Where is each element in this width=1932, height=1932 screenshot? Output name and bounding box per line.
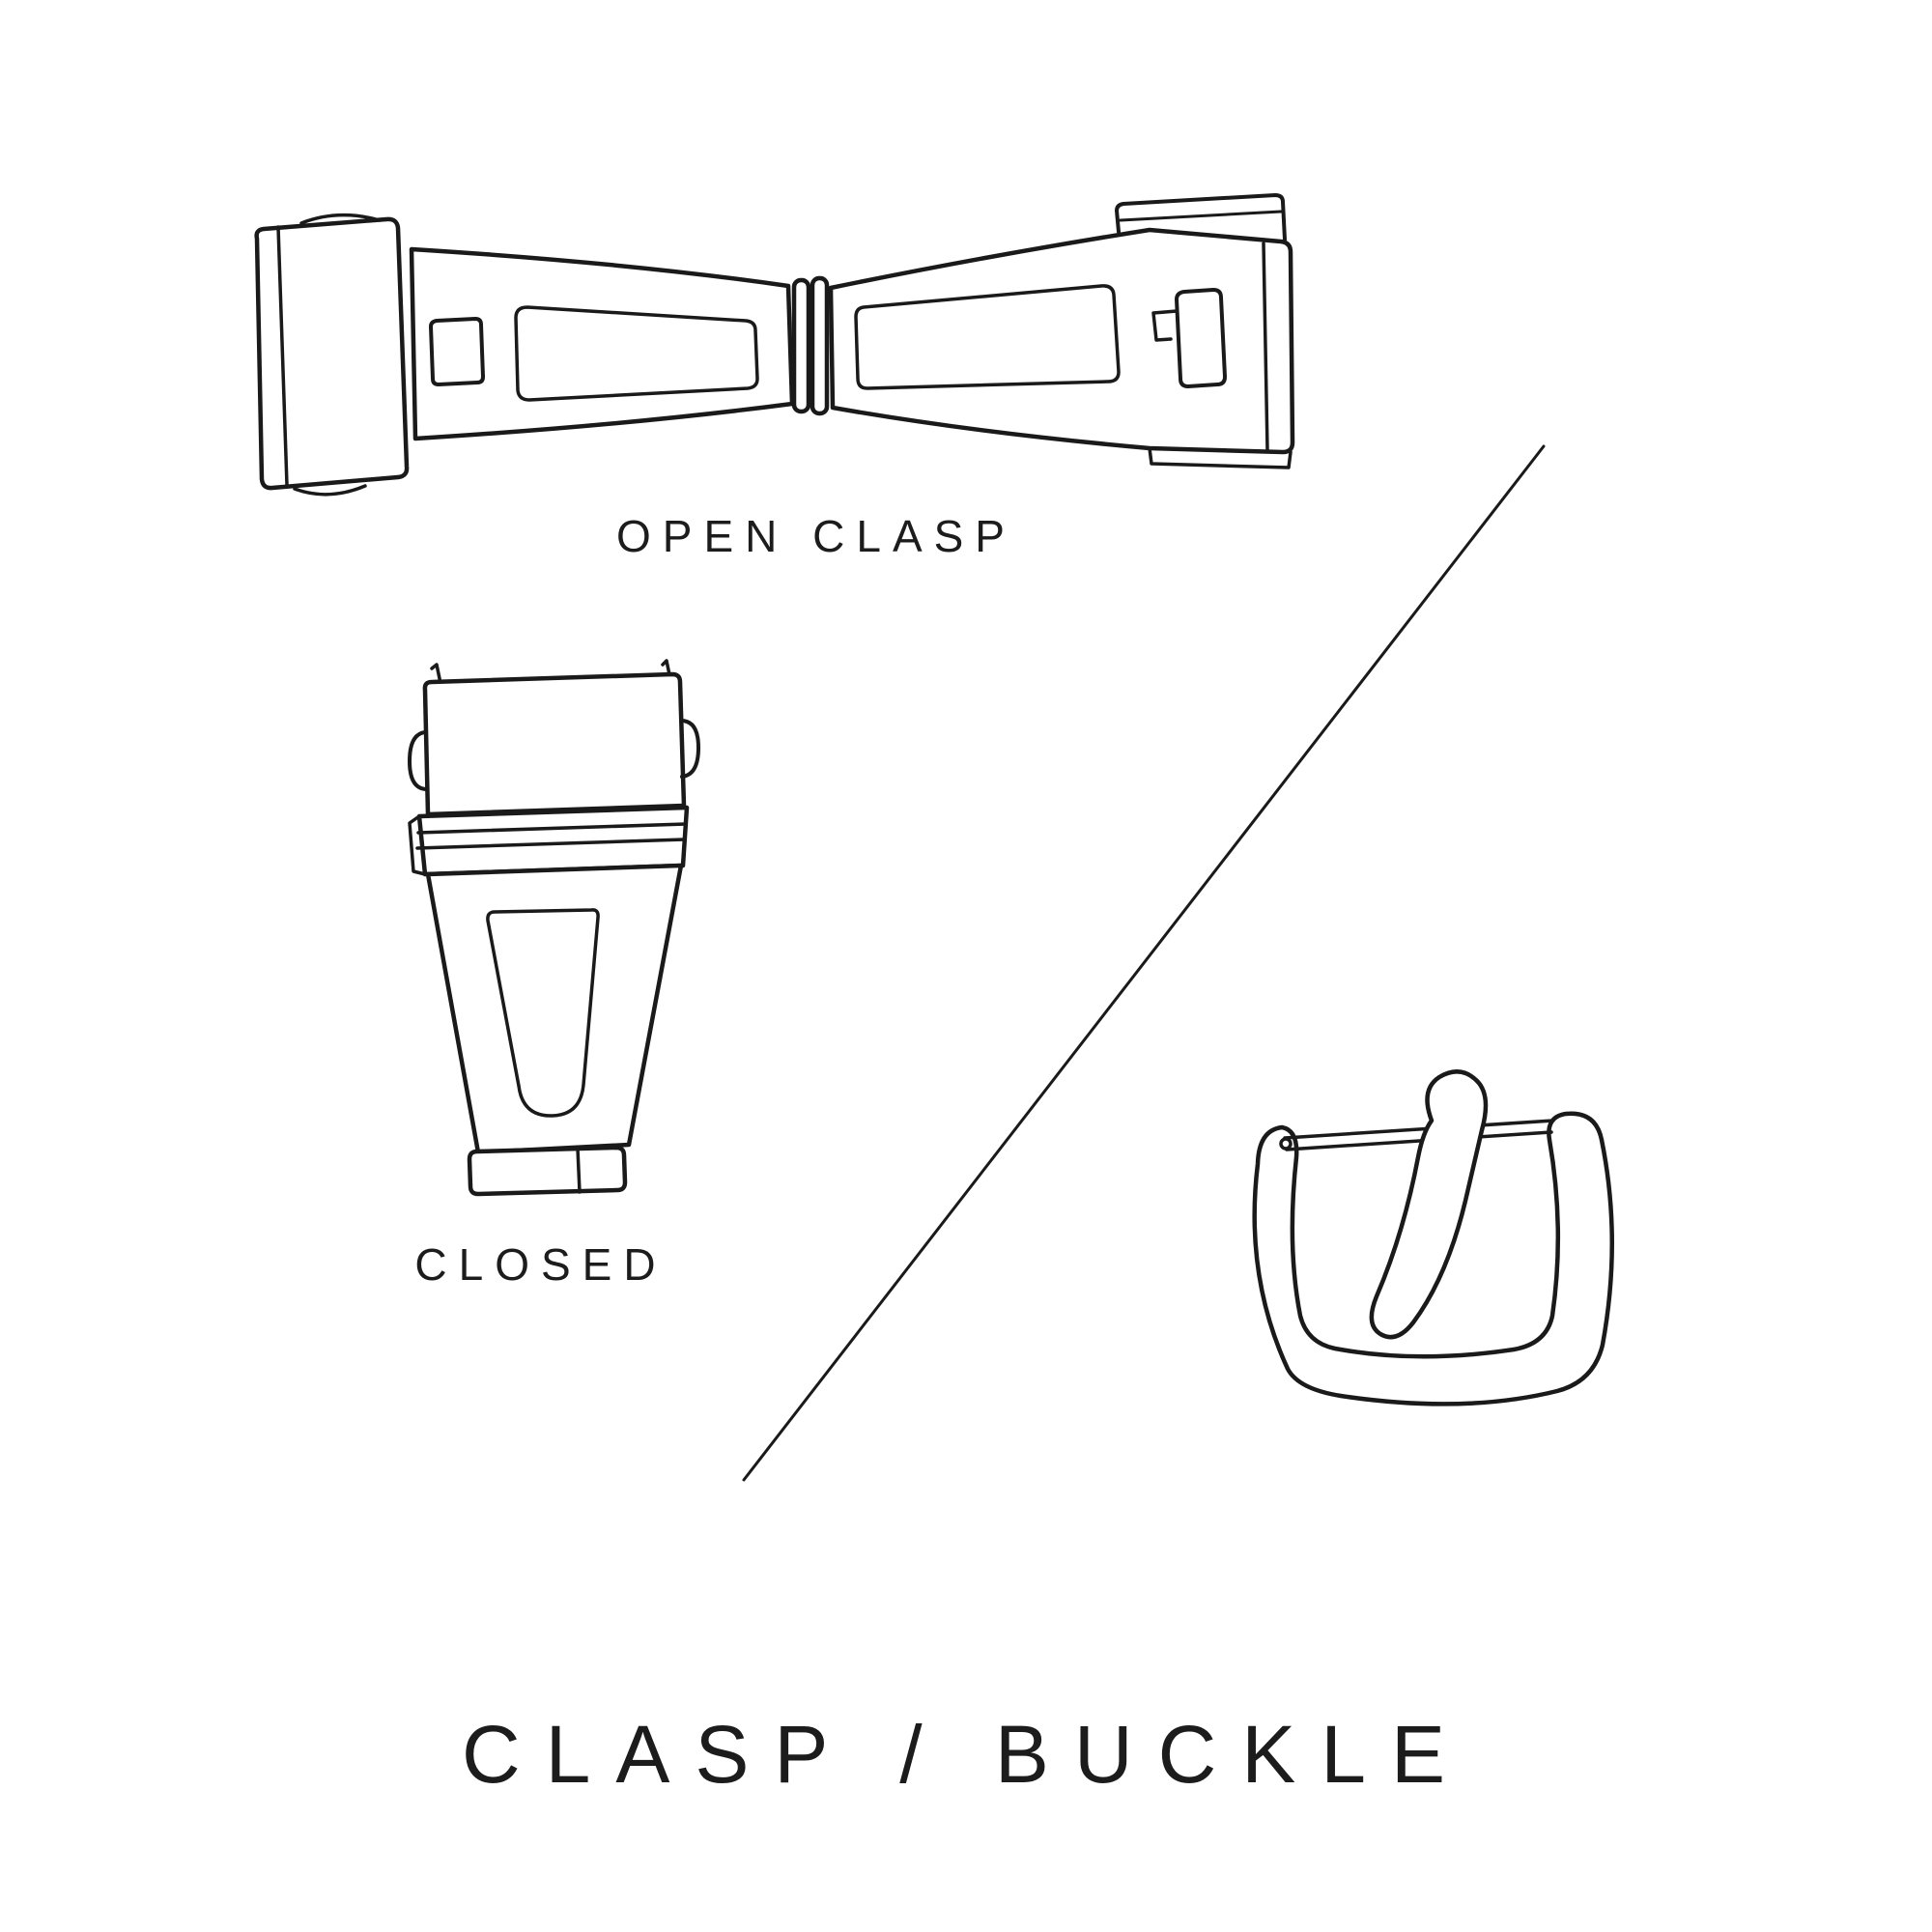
tang-buckle-illustration <box>1252 1069 1614 1406</box>
divider-line <box>742 444 1546 1482</box>
open-clasp-label: OPEN CLASP <box>616 511 1016 561</box>
open-clasp-illustration <box>254 193 1295 497</box>
closed-clasp-label: CLOSED <box>414 1239 668 1290</box>
closed-clasp-illustration <box>408 659 700 1197</box>
page-title: CLASP / BUCKLE <box>461 1709 1471 1800</box>
